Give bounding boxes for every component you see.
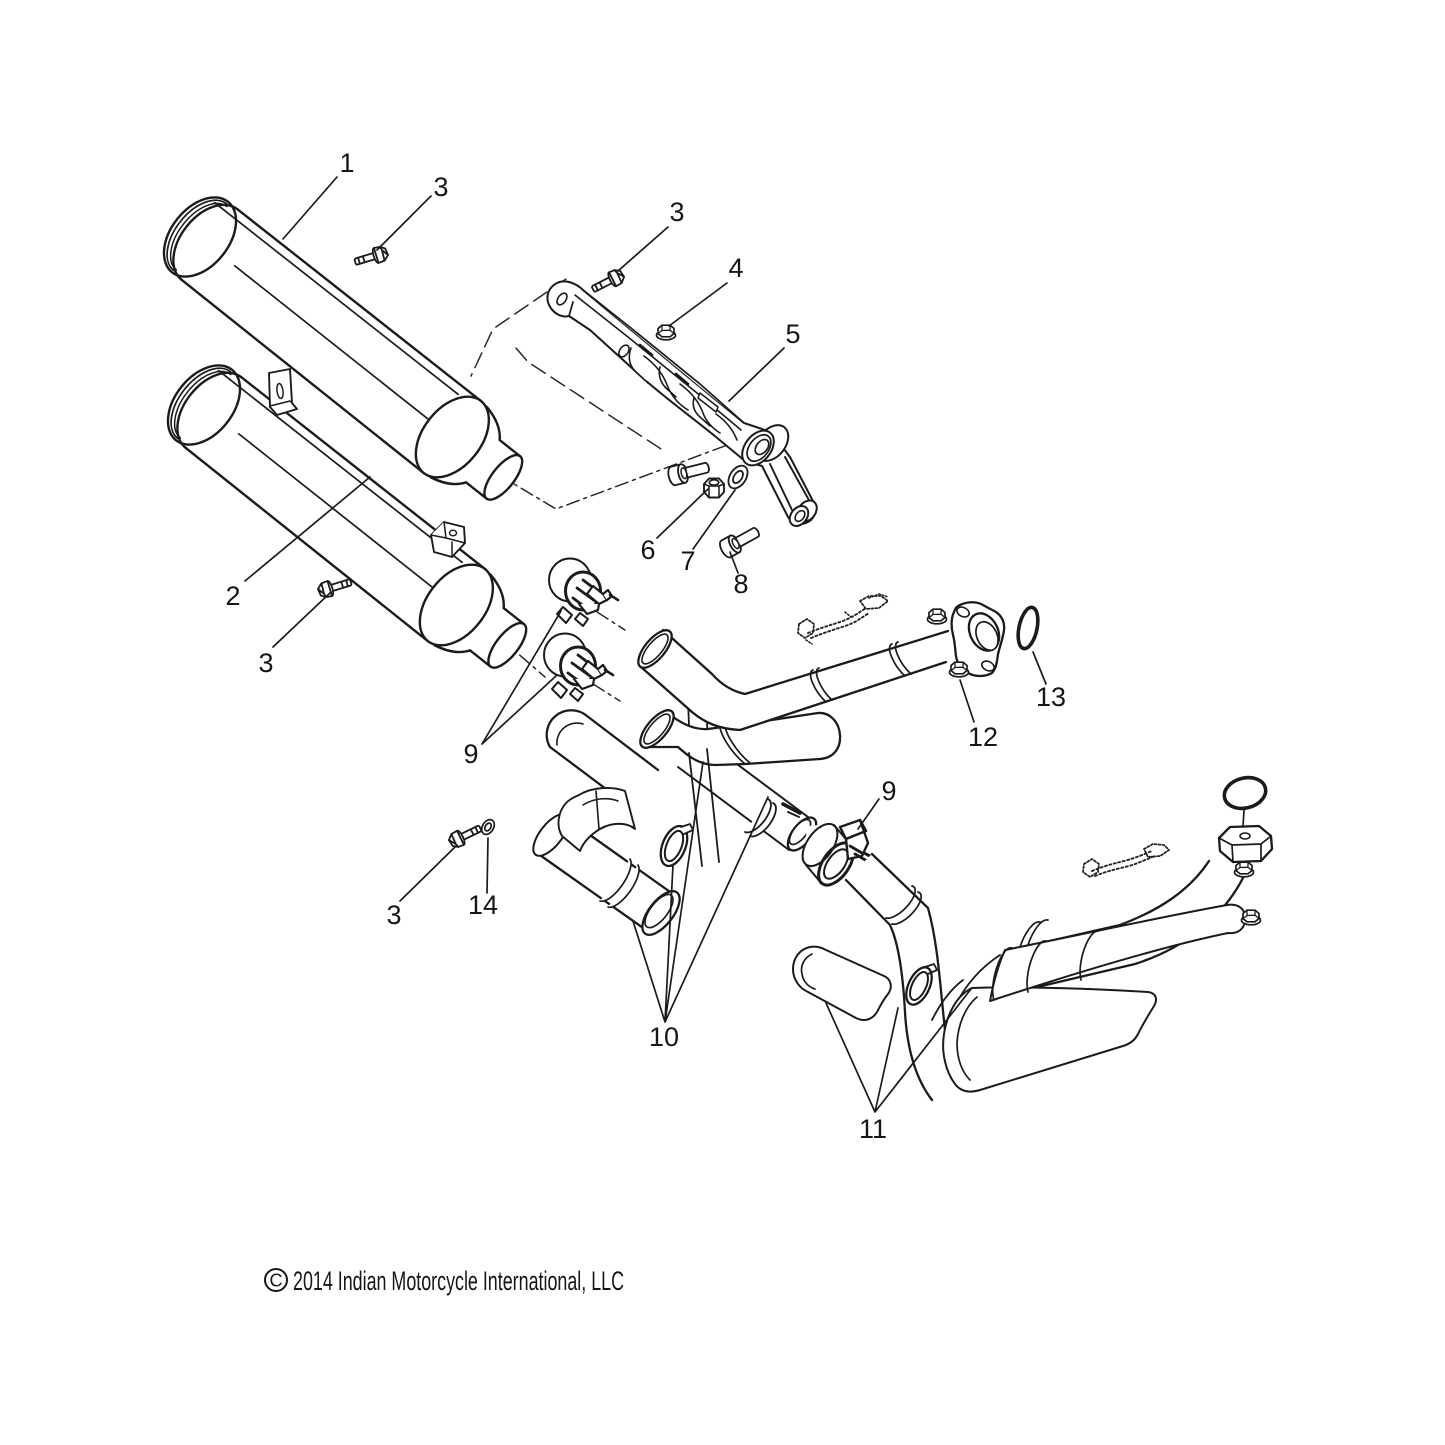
svg-text:10: 10 <box>649 1022 679 1052</box>
svg-text:1: 1 <box>339 148 354 178</box>
svg-text:11: 11 <box>859 1114 887 1144</box>
svg-text:C: C <box>270 1271 283 1291</box>
svg-text:2: 2 <box>225 581 240 611</box>
svg-text:3: 3 <box>433 172 448 202</box>
svg-text:9: 9 <box>463 739 478 769</box>
svg-text:13: 13 <box>1036 682 1066 712</box>
svg-text:2014 Indian Motorcycle Interna: 2014 Indian Motorcycle International, LL… <box>293 1266 624 1296</box>
svg-text:4: 4 <box>728 253 743 283</box>
svg-text:3: 3 <box>386 900 401 930</box>
svg-text:14: 14 <box>468 890 498 920</box>
svg-text:5: 5 <box>785 319 800 349</box>
svg-text:9: 9 <box>881 776 896 806</box>
svg-text:3: 3 <box>669 197 684 227</box>
svg-text:8: 8 <box>733 569 748 599</box>
svg-text:12: 12 <box>968 722 998 752</box>
svg-text:7: 7 <box>680 546 695 576</box>
svg-text:3: 3 <box>258 648 273 678</box>
svg-text:6: 6 <box>640 535 655 565</box>
